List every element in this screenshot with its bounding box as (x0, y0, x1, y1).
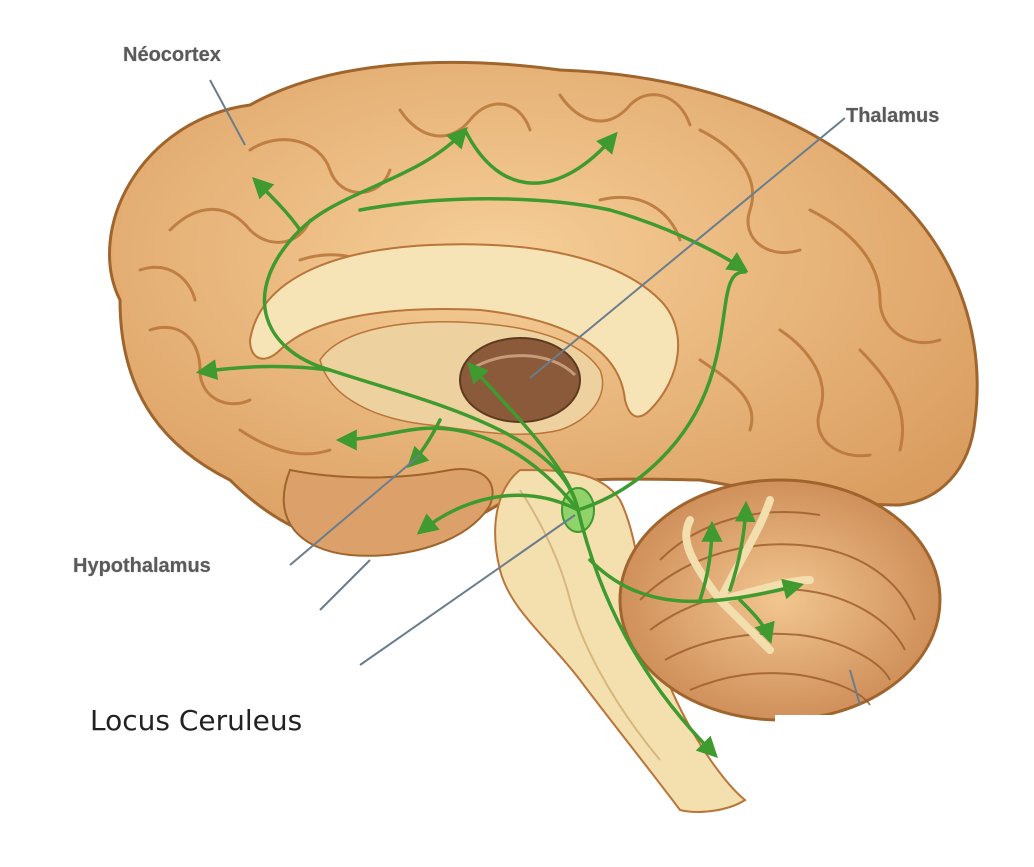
label-hypothalamus: Hypothalamus (73, 555, 211, 578)
white-mask-right (775, 715, 965, 810)
leader-hypothalamus-2 (320, 560, 370, 610)
label-neocortex: Néocortex (123, 44, 221, 67)
label-locus-ceruleus: Locus Ceruleus (90, 704, 302, 737)
label-thalamus: Thalamus (846, 105, 939, 128)
